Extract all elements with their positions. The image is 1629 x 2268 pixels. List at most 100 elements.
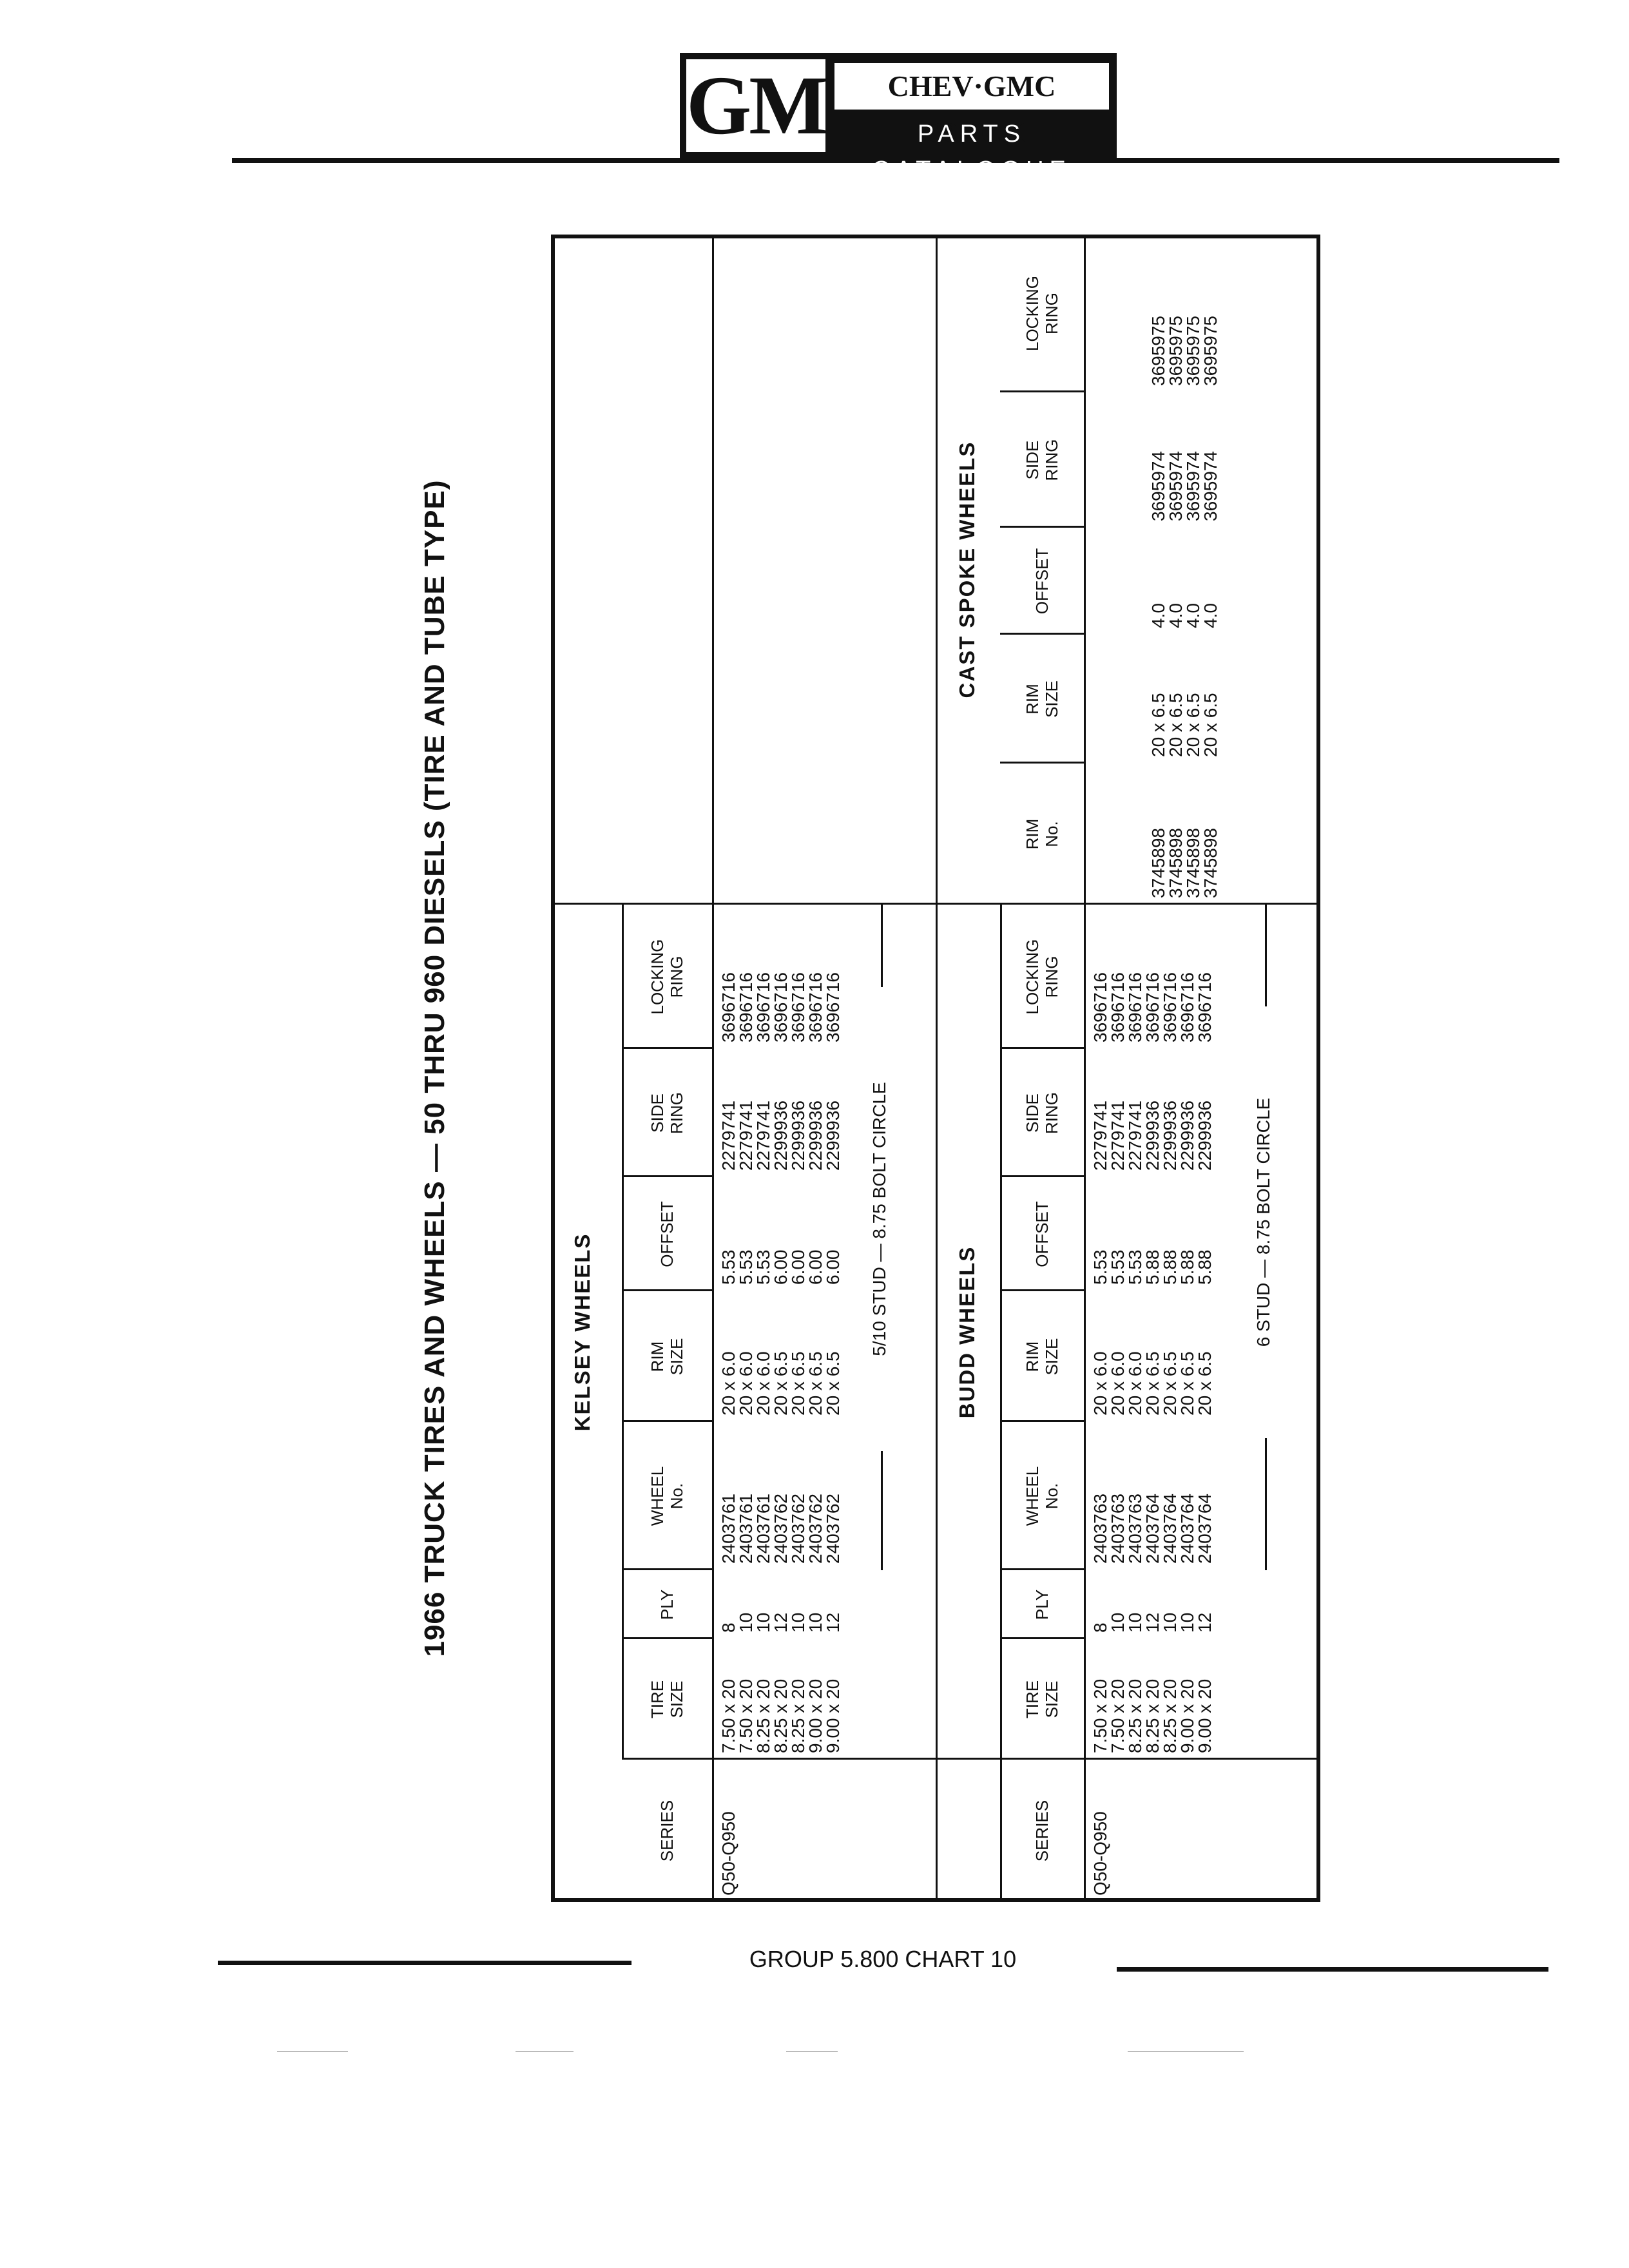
kelsey-series-value: Q50-Q950 <box>718 1811 738 1896</box>
cast_spoke-offset-value: 4.0 <box>1183 603 1203 628</box>
kelsey-rim-size-value: 20 x 6.0 <box>736 1351 756 1416</box>
scan-mark <box>277 2051 348 2052</box>
budd-rim-size-value: 20 x 6.0 <box>1108 1351 1128 1416</box>
cast_spoke-header-offset: OFFSET <box>1032 548 1052 615</box>
kelsey-header-offset: OFFSET <box>657 1201 677 1267</box>
budd-ply-value: 12 <box>1142 1612 1162 1633</box>
budd-ply-value: 10 <box>1125 1612 1145 1633</box>
budd-locking-ring-value: 3696716 <box>1125 972 1145 1043</box>
kelsey-wheel-no-value: 2403762 <box>771 1493 791 1564</box>
budd-header-locking-ring: LOCKING RING <box>1023 939 1061 1015</box>
kelsey-offset-value: 5.53 <box>718 1249 738 1285</box>
kelsey-ply-value: 12 <box>771 1612 791 1633</box>
cast_spoke-rim-size-value: 20 x 6.5 <box>1183 693 1203 757</box>
budd-header-side-ring: SIDE RING <box>1023 1092 1061 1134</box>
kelsey-rim-size-value: 20 x 6.0 <box>718 1351 738 1416</box>
kelsey-side-ring-value: 2279741 <box>718 1100 738 1171</box>
budd-locking-ring-value: 3696716 <box>1160 972 1180 1043</box>
kelsey-offset-value: 6.00 <box>805 1249 825 1285</box>
logo-subtitle: PARTS CATALOGUE <box>872 120 1072 184</box>
budd-locking-ring-value: 3696716 <box>1090 972 1110 1043</box>
footer-rule-left <box>218 1961 631 1965</box>
cast-spoke-wheels-title: CAST SPOKE WHEELS <box>955 441 979 698</box>
cast_spoke-header-rim-size: RIM SIZE <box>1023 680 1061 718</box>
kelsey-tire-size-value: 7.50 x 20 <box>718 1678 738 1753</box>
kelsey-wheels-title: KELSEY WHEELS <box>570 1233 594 1432</box>
budd-header-wheel-no: WHEEL No. <box>1023 1466 1061 1526</box>
budd-side-ring-value: 2279741 <box>1125 1100 1145 1171</box>
budd-rim-size-value: 20 x 6.5 <box>1195 1351 1215 1416</box>
budd-tire-size-value: 8.25 x 20 <box>1125 1678 1145 1753</box>
kelsey-wheel-no-value: 2403761 <box>736 1493 756 1564</box>
budd-locking-ring-value: 3696716 <box>1177 972 1197 1043</box>
cast_spoke-header-rim-no: RIM No. <box>1023 818 1061 850</box>
budd-tire-size-value: 9.00 x 20 <box>1195 1678 1215 1753</box>
budd-wheel-no-value: 2403763 <box>1125 1493 1145 1564</box>
kelsey-wheel-no-value: 2403762 <box>823 1493 843 1564</box>
kelsey-rim-size-value: 20 x 6.5 <box>805 1351 825 1416</box>
kelsey-tire-size-value: 9.00 x 20 <box>805 1678 825 1753</box>
kelsey-tire-size-value: 8.25 x 20 <box>753 1678 773 1753</box>
kelsey-wheel-no-value: 2403761 <box>753 1493 773 1564</box>
kelsey-ply-value: 8 <box>718 1622 738 1633</box>
kelsey-ply-value: 10 <box>805 1612 825 1633</box>
budd-offset-value: 5.88 <box>1177 1249 1197 1285</box>
kelsey-offset-value: 5.53 <box>736 1249 756 1285</box>
budd-header-series: SERIES <box>1032 1800 1052 1862</box>
budd-rim-size-value: 20 x 6.5 <box>1177 1351 1197 1416</box>
scan-mark <box>786 2051 838 2052</box>
footer-chart-reference: GROUP 5.800 CHART 10 <box>749 1946 1017 1972</box>
kelsey-header-locking-ring: LOCKING RING <box>648 939 686 1015</box>
kelsey-side-ring-value: 2299936 <box>823 1100 843 1171</box>
budd-header-tire-size: TIRE SIZE <box>1023 1680 1061 1719</box>
kelsey-cast-divider <box>551 903 936 905</box>
kelsey-rim-size-value: 20 x 6.5 <box>823 1351 843 1416</box>
budd-locking-ring-value: 3696716 <box>1142 972 1162 1043</box>
budd-wheel-no-value: 2403764 <box>1195 1493 1215 1564</box>
budd-tire-size-value: 7.50 x 20 <box>1090 1678 1110 1753</box>
kelsey-budd-divider <box>936 235 938 1902</box>
budd-header-rim-size: RIM SIZE <box>1023 1338 1061 1376</box>
budd-header-offset: OFFSET <box>1032 1201 1052 1267</box>
cast_spoke-locking-ring-value: 3695975 <box>1166 315 1186 386</box>
budd-locking-ring-value: 3696716 <box>1195 972 1215 1043</box>
cast_spoke-side-ring-value: 3695974 <box>1166 450 1186 521</box>
budd-offset-value: 5.53 <box>1125 1249 1145 1285</box>
budd-side-ring-value: 2299936 <box>1177 1100 1197 1171</box>
kelsey-ply-value: 10 <box>753 1612 773 1633</box>
chart-title: 1966 TRUCK TIRES AND WHEELS — 50 THRU 96… <box>419 479 450 1657</box>
kelsey-locking-ring-value: 3696716 <box>736 972 756 1043</box>
cast_spoke-offset-value: 4.0 <box>1148 603 1168 628</box>
kelsey-rim-size-value: 20 x 6.5 <box>788 1351 808 1416</box>
kelsey-header-tire-size: TIRE SIZE <box>648 1680 686 1719</box>
budd-side-ring-value: 2299936 <box>1160 1100 1180 1171</box>
cast_spoke-locking-ring-value: 3695975 <box>1200 315 1220 386</box>
budd-wheel-no-value: 2403763 <box>1090 1493 1110 1564</box>
kelsey-tire-size-value: 9.00 x 20 <box>823 1678 843 1753</box>
cast_spoke-rim-no-value: 3745898 <box>1148 827 1168 898</box>
kelsey-side-ring-value: 2279741 <box>753 1100 773 1171</box>
budd-side-ring-value: 2279741 <box>1108 1100 1128 1171</box>
budd-wheels-title: BUDD WHEELS <box>955 1245 979 1419</box>
budd-side-ring-value: 2299936 <box>1142 1100 1162 1171</box>
budd-header-ply: PLY <box>1032 1589 1052 1620</box>
kelsey-wheel-no-value: 2403762 <box>788 1493 808 1564</box>
cast_spoke-side-ring-value: 3695974 <box>1200 450 1220 521</box>
kelsey-header-rim-size: RIM SIZE <box>648 1338 686 1376</box>
budd-series-value: Q50-Q950 <box>1090 1811 1110 1896</box>
cast_spoke-rim-size-value: 20 x 6.5 <box>1200 693 1220 757</box>
cast_spoke-header-side-ring: SIDE RING <box>1023 439 1061 481</box>
kelsey-side-ring-value: 2299936 <box>805 1100 825 1171</box>
scan-mark <box>516 2051 574 2052</box>
gm-parts-catalogue-logo: GM CHEV·GMC TRUCK PARTS CATALOGUE <box>680 53 1117 184</box>
kelsey-offset-value: 6.00 <box>788 1249 808 1285</box>
budd-locking-ring-value: 3696716 <box>1108 972 1128 1043</box>
budd-offset-value: 5.53 <box>1090 1249 1110 1285</box>
logo-title: CHEV·GMC TRUCK <box>834 63 1109 149</box>
budd-tire-size-value: 8.25 x 20 <box>1160 1678 1180 1753</box>
kelsey-header-side-ring: SIDE RING <box>648 1092 686 1134</box>
budd-ply-value: 10 <box>1160 1612 1180 1633</box>
cast_spoke-rim-no-value: 3745898 <box>1200 827 1220 898</box>
budd-wheel-no-value: 2403764 <box>1142 1493 1162 1564</box>
budd-wheel-no-value: 2403764 <box>1160 1493 1180 1564</box>
